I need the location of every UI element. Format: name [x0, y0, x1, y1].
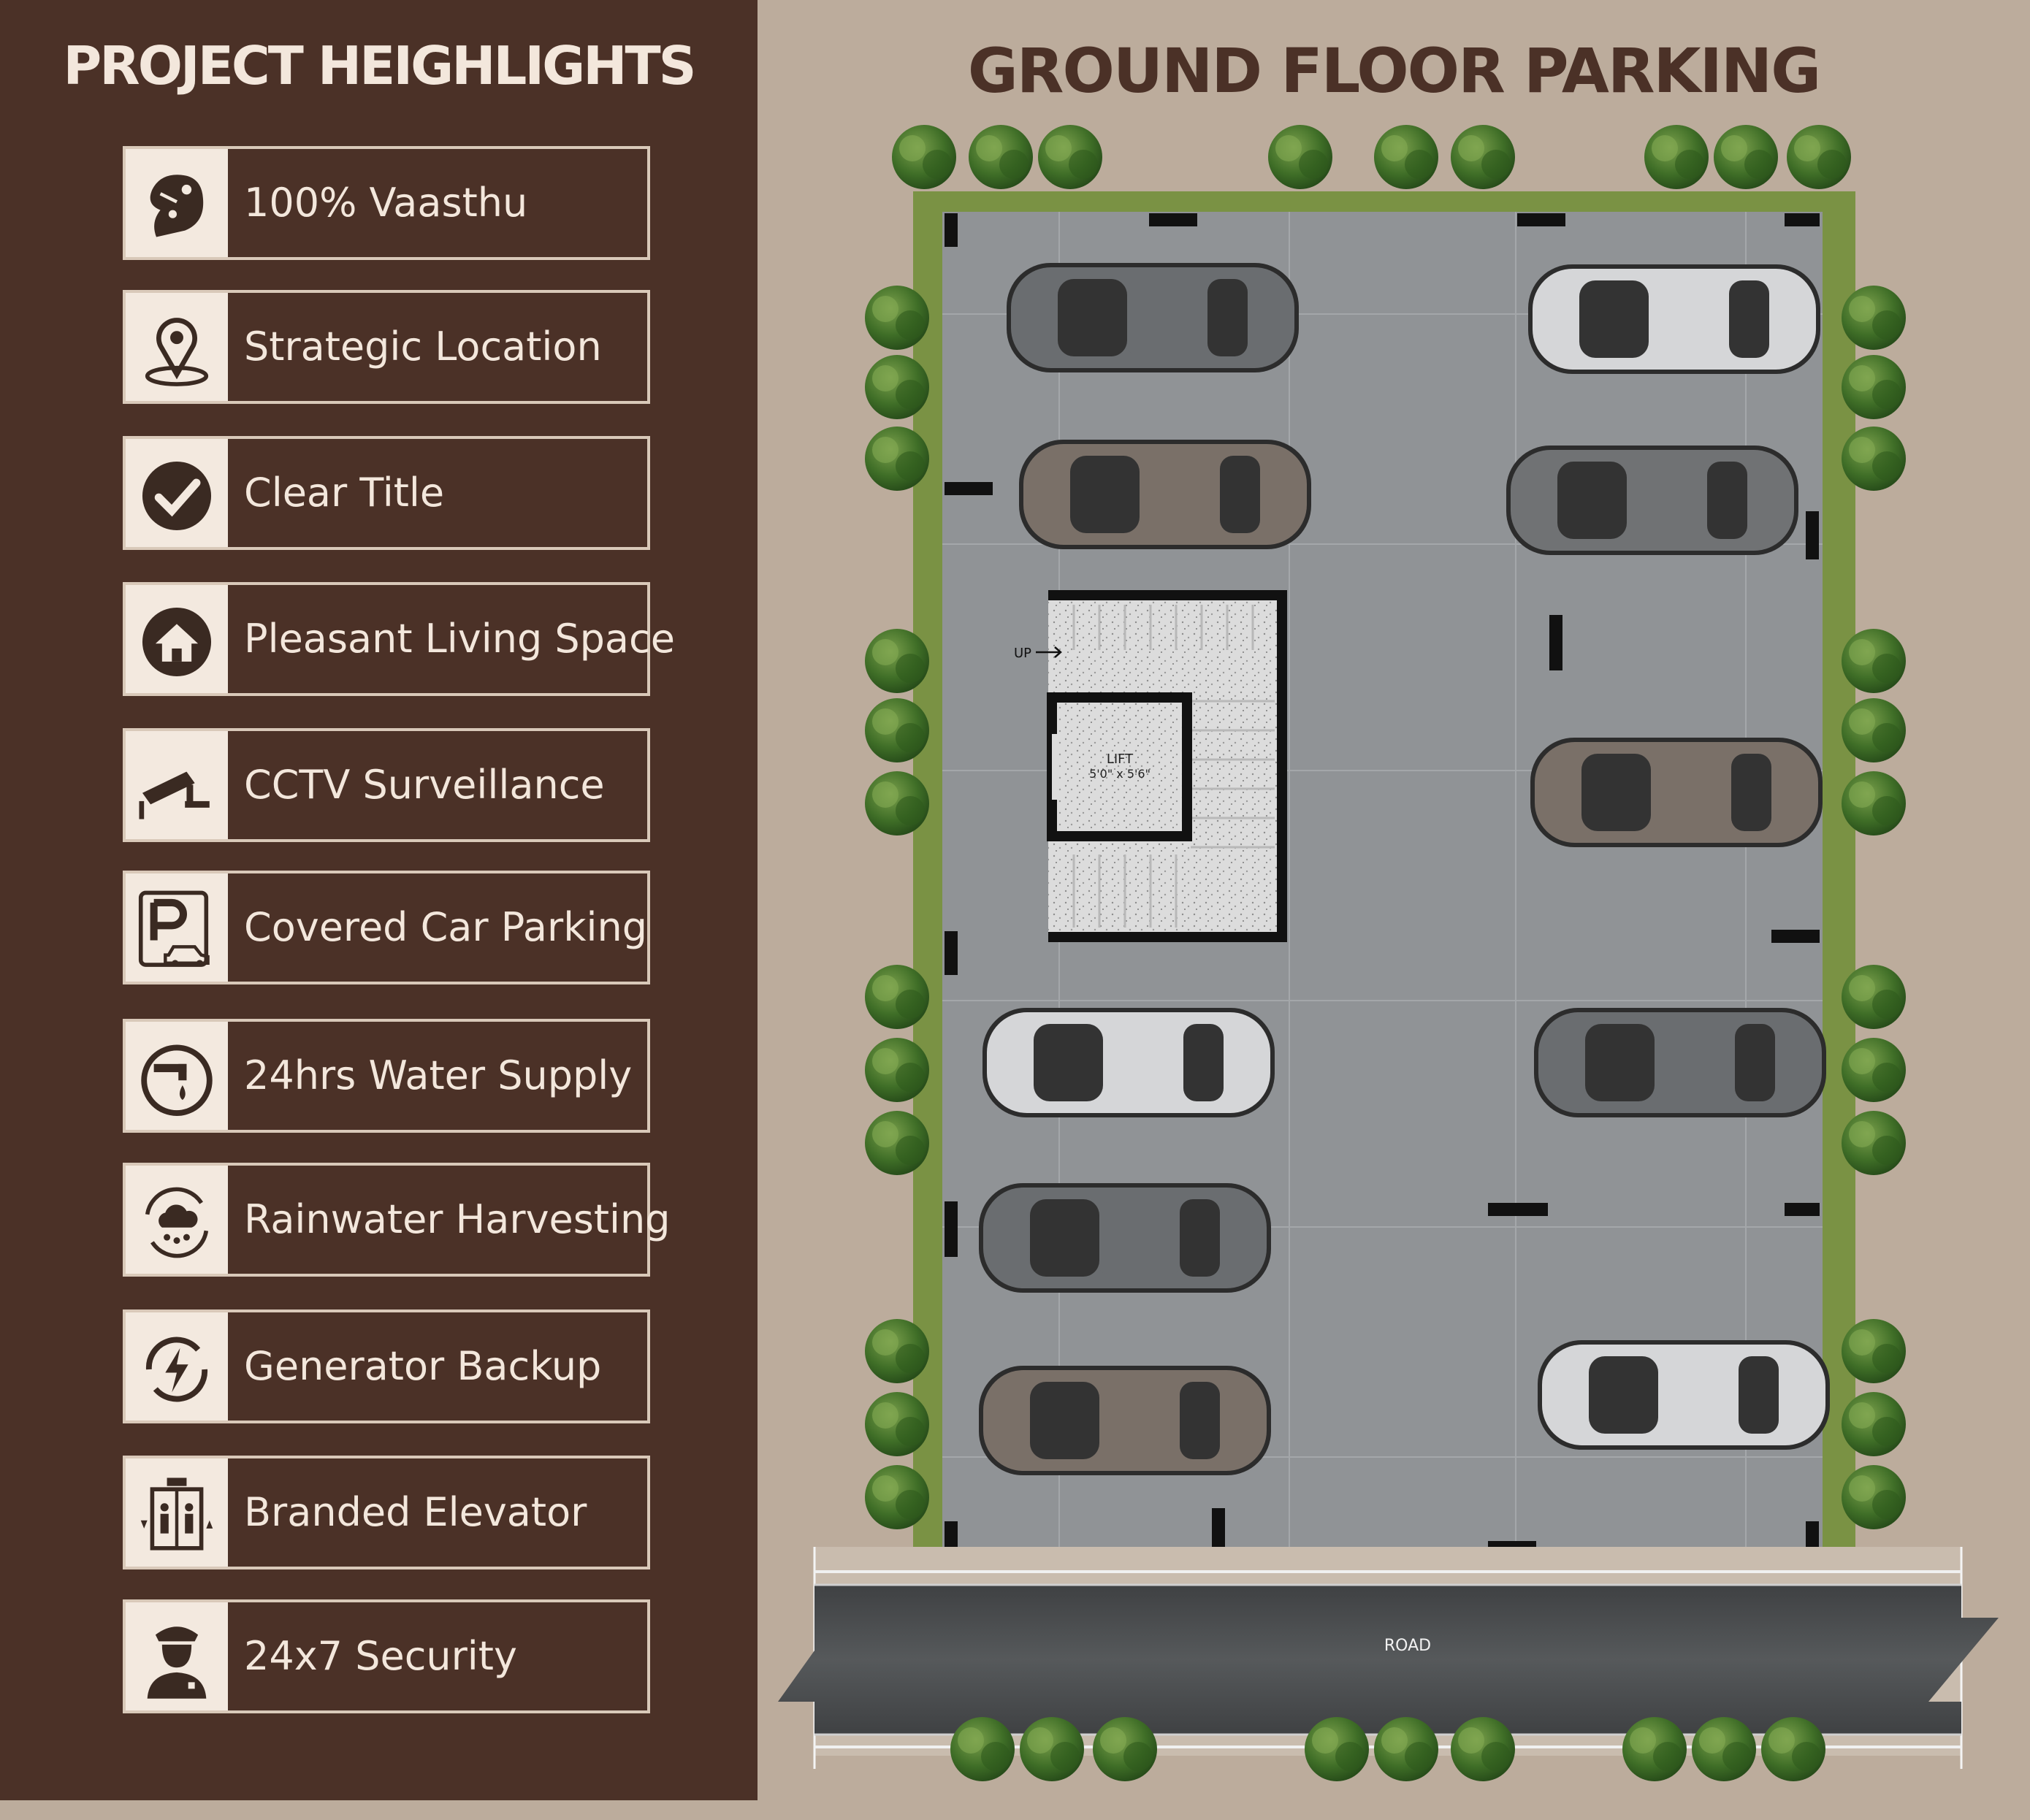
parking-floor-plan: UP LIFT 5'0" x 5'6" ROAD	[778, 125, 1999, 1781]
highlight-label: Pleasant Living Space	[244, 616, 675, 662]
tree-icon	[1787, 125, 1851, 189]
tree-icon	[865, 698, 929, 762]
tree-icon	[1692, 1717, 1756, 1781]
tree-icon	[865, 1319, 929, 1383]
tree-icon	[1842, 355, 1906, 419]
tree-icon	[1644, 125, 1709, 189]
tree-icon	[865, 1392, 929, 1456]
lift-size-label: 5'0" x 5'6"	[1089, 767, 1151, 781]
elevator-icon	[140, 1477, 213, 1551]
highlight-item-living-space: Pleasant Living Space	[123, 582, 675, 696]
highlight-label: Generator Backup	[244, 1343, 602, 1389]
rain-cloud-icon	[145, 1187, 209, 1258]
tree-icon	[1038, 125, 1102, 189]
highlight-label: Branded Elevator	[244, 1489, 587, 1535]
stair-up-label: UP	[1014, 646, 1031, 661]
car-icon	[982, 1008, 1275, 1117]
tree-icon	[969, 125, 1033, 189]
generator-icon	[145, 1337, 208, 1402]
tree-icon	[950, 1717, 1015, 1781]
tree-icon	[865, 1111, 929, 1175]
car-icon	[1530, 738, 1823, 847]
tree-icon	[865, 1465, 929, 1529]
highlight-label: Clear Title	[244, 470, 445, 516]
road	[778, 1547, 1999, 1769]
tree-icon	[1842, 1465, 1906, 1529]
highlight-label: Rainwater Harvesting	[244, 1196, 671, 1242]
highlights-panel: PROJECT HEIGHLIGHTS 100% Vaasthu Strateg…	[0, 0, 758, 1800]
tree-icon	[1842, 771, 1906, 836]
car-icon	[1007, 263, 1299, 372]
highlight-item-security: 24x7 Security	[123, 1599, 650, 1713]
tree-icon	[865, 771, 929, 836]
tree-icon	[865, 965, 929, 1029]
tree-icon	[1020, 1717, 1084, 1781]
highlight-label: 100% Vaasthu	[244, 180, 528, 226]
staircase-core	[1047, 590, 1287, 942]
cctv-camera-icon	[139, 771, 210, 819]
tree-icon	[1761, 1717, 1825, 1781]
landscape-trees	[865, 125, 1906, 1781]
tree-icon	[1451, 1717, 1515, 1781]
highlights-title: PROJECT HEIGHLIGHTS	[63, 35, 697, 96]
stair-arrow-icon	[1036, 646, 1062, 658]
location-pin-icon	[145, 318, 209, 386]
tree-icon	[1842, 965, 1906, 1029]
tree-icon	[865, 629, 929, 693]
highlight-label: 24x7 Security	[244, 1633, 517, 1679]
road-label: ROAD	[1384, 1637, 1431, 1655]
highlight-item-water: 24hrs Water Supply	[123, 1019, 650, 1133]
plan-title: GROUND FLOOR PARKING	[967, 35, 1821, 107]
vaasthu-icon	[150, 175, 204, 237]
highlight-item-location: Strategic Location	[123, 290, 650, 404]
security-guard-icon	[147, 1626, 207, 1699]
checkmark-icon	[142, 461, 212, 531]
tree-icon	[1451, 125, 1515, 189]
tree-icon	[1842, 698, 1906, 762]
car-icon	[1538, 1340, 1830, 1450]
tree-icon	[1714, 125, 1778, 189]
highlight-item-generator: Generator Backup	[123, 1309, 650, 1423]
highlight-label: Strategic Location	[244, 324, 602, 370]
car-icon	[1019, 440, 1311, 549]
tree-icon	[865, 1038, 929, 1102]
highlight-label: CCTV Surveillance	[244, 762, 605, 808]
car-icon	[1534, 1008, 1826, 1117]
tree-icon	[1842, 427, 1906, 491]
water-tap-icon	[141, 1044, 213, 1116]
tree-icon	[865, 427, 929, 491]
tree-icon	[1842, 1319, 1906, 1383]
tree-icon	[1842, 1111, 1906, 1175]
tree-icon	[1842, 286, 1906, 350]
tree-icon	[1268, 125, 1332, 189]
highlight-item-rainwater: Rainwater Harvesting	[123, 1163, 671, 1277]
car-icon	[979, 1183, 1271, 1293]
highlight-label: 24hrs Water Supply	[244, 1052, 633, 1098]
highlight-item-vaasthu: 100% Vaasthu	[123, 146, 650, 260]
tree-icon	[1374, 125, 1438, 189]
home-icon	[142, 607, 212, 677]
highlight-item-cctv: CCTV Surveillance	[123, 728, 650, 842]
car-icon	[1506, 446, 1798, 555]
car-icon	[979, 1366, 1271, 1475]
tree-icon	[1622, 1717, 1687, 1781]
tree-icon	[865, 355, 929, 419]
tree-icon	[892, 125, 956, 189]
tree-icon	[865, 286, 929, 350]
highlight-item-elevator: Branded Elevator	[123, 1456, 650, 1569]
tree-icon	[1842, 1392, 1906, 1456]
tree-icon	[1305, 1717, 1369, 1781]
parked-cars	[979, 263, 1830, 1475]
parking-icon	[138, 890, 210, 967]
tree-icon	[1842, 1038, 1906, 1102]
car-icon	[1528, 264, 1820, 374]
tree-icon	[1374, 1717, 1438, 1781]
tree-icon	[1093, 1717, 1157, 1781]
lift-label: LIFT	[1107, 752, 1134, 767]
highlight-item-parking: Covered Car Parking	[123, 871, 650, 984]
highlight-label: Covered Car Parking	[244, 904, 647, 950]
highlight-item-clear-title: Clear Title	[123, 436, 650, 550]
tree-icon	[1842, 629, 1906, 693]
